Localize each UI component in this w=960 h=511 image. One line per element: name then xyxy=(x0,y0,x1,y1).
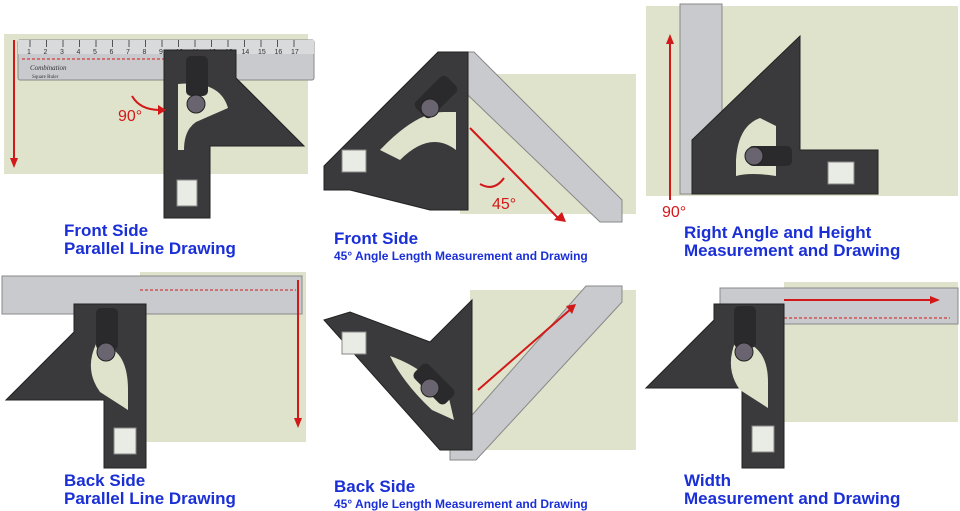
combination-square-back-45 xyxy=(323,285,623,461)
head-cutout xyxy=(380,112,456,160)
combination-square-front-45 xyxy=(323,51,623,223)
lock-screw xyxy=(734,306,756,348)
ruler-tick-label: 5 xyxy=(93,49,97,56)
arrow-head xyxy=(294,418,302,428)
ruler-tick-label: 8 xyxy=(143,49,147,56)
caption-subtitle: 45° Angle Length Measurement and Drawing xyxy=(334,496,588,511)
panel-width: Width Measurement and Drawing xyxy=(640,260,960,510)
ruler-tick-label: 6 xyxy=(110,49,114,56)
head-cutout xyxy=(90,344,128,410)
ruler-blade xyxy=(445,51,623,223)
lock-knob xyxy=(420,378,440,398)
angle-arrow-head xyxy=(158,105,166,115)
ruler-brand-subtext: Square Ruler xyxy=(32,75,59,80)
red-diagonal-line xyxy=(477,307,573,391)
ruler-tick-label: 1 xyxy=(27,49,31,56)
ruler-tick-label: 16 xyxy=(275,49,283,56)
arrow-head xyxy=(566,304,576,314)
ruler-tick-label: 7 xyxy=(126,49,130,56)
caption: Front Side Parallel Line Drawing xyxy=(64,222,236,258)
ruler-tick-label: 14 xyxy=(242,49,250,56)
panel-back-parallel: Back Side Parallel Line Drawing xyxy=(0,260,320,510)
ruler-blade xyxy=(449,285,623,461)
spirit-level xyxy=(113,427,137,455)
arrow-head xyxy=(666,34,674,44)
arrow-head xyxy=(10,158,18,168)
caption-subtitle: Measurement and Drawing xyxy=(684,488,901,508)
ruler-tick-label: 3 xyxy=(60,49,64,56)
ruler-tick-label: 15 xyxy=(258,49,266,56)
angle-arc xyxy=(479,177,505,188)
square-head xyxy=(323,298,473,451)
caption-subtitle: Parallel Line Drawing xyxy=(64,488,236,508)
spirit-level xyxy=(341,149,367,173)
combination-square-width xyxy=(644,287,959,469)
caption: Right Angle and Height Measurement and D… xyxy=(684,224,900,260)
spirit-level xyxy=(751,425,775,453)
caption-subtitle: Parallel Line Drawing xyxy=(64,238,236,258)
angle-arc xyxy=(131,95,161,111)
spirit-level xyxy=(176,179,198,207)
red-diagonal-line xyxy=(469,127,561,221)
panel-front-parallel: 1234567891011121314151617 Combination Sq… xyxy=(0,0,320,260)
angle-label: 90° xyxy=(118,108,143,125)
lock-screw xyxy=(96,308,118,350)
combination-square-height xyxy=(666,3,879,200)
spirit-level xyxy=(341,331,367,355)
ruler-tick-label: 4 xyxy=(77,49,81,56)
combination-square-front-parallel: 1234567891011121314151617 Combination Sq… xyxy=(10,39,315,219)
spirit-level xyxy=(827,161,855,185)
caption-title: Front Side xyxy=(64,221,149,240)
angle-label: 90° xyxy=(662,204,687,221)
lock-knob xyxy=(96,342,116,362)
lock-knob xyxy=(186,94,206,114)
ruler-brand-text: Combination xyxy=(30,64,67,72)
caption-title: Front Side xyxy=(334,229,419,248)
caption-title: Right Angle and Height xyxy=(684,223,872,242)
caption: Back Side Parallel Line Drawing xyxy=(64,472,236,508)
caption-title: Back Side xyxy=(64,471,146,490)
angle-label: 45° xyxy=(492,196,517,213)
panel-back-45: Back Side 45° Angle Length Measurement a… xyxy=(320,260,640,510)
caption-subtitle: 45° Angle Length Measurement and Drawing xyxy=(334,248,588,263)
caption-subtitle: Measurement and Drawing xyxy=(684,240,901,260)
lock-knob xyxy=(744,146,764,166)
caption-title: Back Side xyxy=(334,477,416,496)
panel-front-45: 45° Front Side 45° Angle Length Measurem… xyxy=(320,0,640,262)
lock-knob xyxy=(420,98,440,118)
ruler-tick-label: 2 xyxy=(44,49,48,56)
caption-title: Width xyxy=(684,471,732,490)
arrow-head xyxy=(930,296,940,304)
caption: Width Measurement and Drawing xyxy=(684,472,900,508)
combination-square-back-parallel xyxy=(1,275,303,469)
caption: Back Side 45° Angle Length Measurement a… xyxy=(334,478,588,510)
ruler-scale-band xyxy=(18,40,314,54)
panel-right-angle-height: 90° Right Angle and Height Measurement a… xyxy=(640,0,960,260)
ruler-tick-label: 17 xyxy=(291,49,299,56)
ruler-blade xyxy=(1,275,303,315)
caption: Front Side 45° Angle Length Measurement … xyxy=(334,230,588,262)
ruler-tick-label: 9 xyxy=(159,49,163,56)
lock-knob xyxy=(734,342,754,362)
arrow-head xyxy=(554,212,566,222)
lock-screw xyxy=(186,56,208,96)
